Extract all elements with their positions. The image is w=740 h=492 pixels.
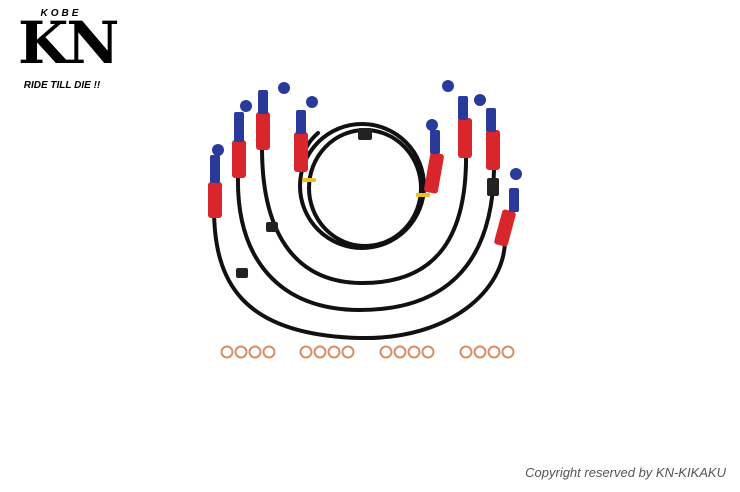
- logo-kn-mark: KN: [18, 9, 119, 77]
- hose-coil: [298, 122, 426, 250]
- hose-second: [235, 168, 496, 313]
- copper-washers: [220, 345, 515, 359]
- blue-fittings: [210, 80, 522, 212]
- logo-kobe-text: KOBE: [40, 8, 82, 19]
- brand-logo: KOBE KN RIDE TILL DIE !!: [12, 8, 119, 103]
- hose-third: [260, 146, 469, 286]
- logo-tagline: RIDE TILL DIE !!: [23, 80, 101, 91]
- red-sleeves: [208, 112, 516, 247]
- copyright-notice: Copyright reserved by KN-KIKAKU: [525, 465, 726, 480]
- hose-clamps: [236, 128, 499, 278]
- hose-outer: [212, 206, 510, 341]
- cable-ties: [302, 178, 430, 197]
